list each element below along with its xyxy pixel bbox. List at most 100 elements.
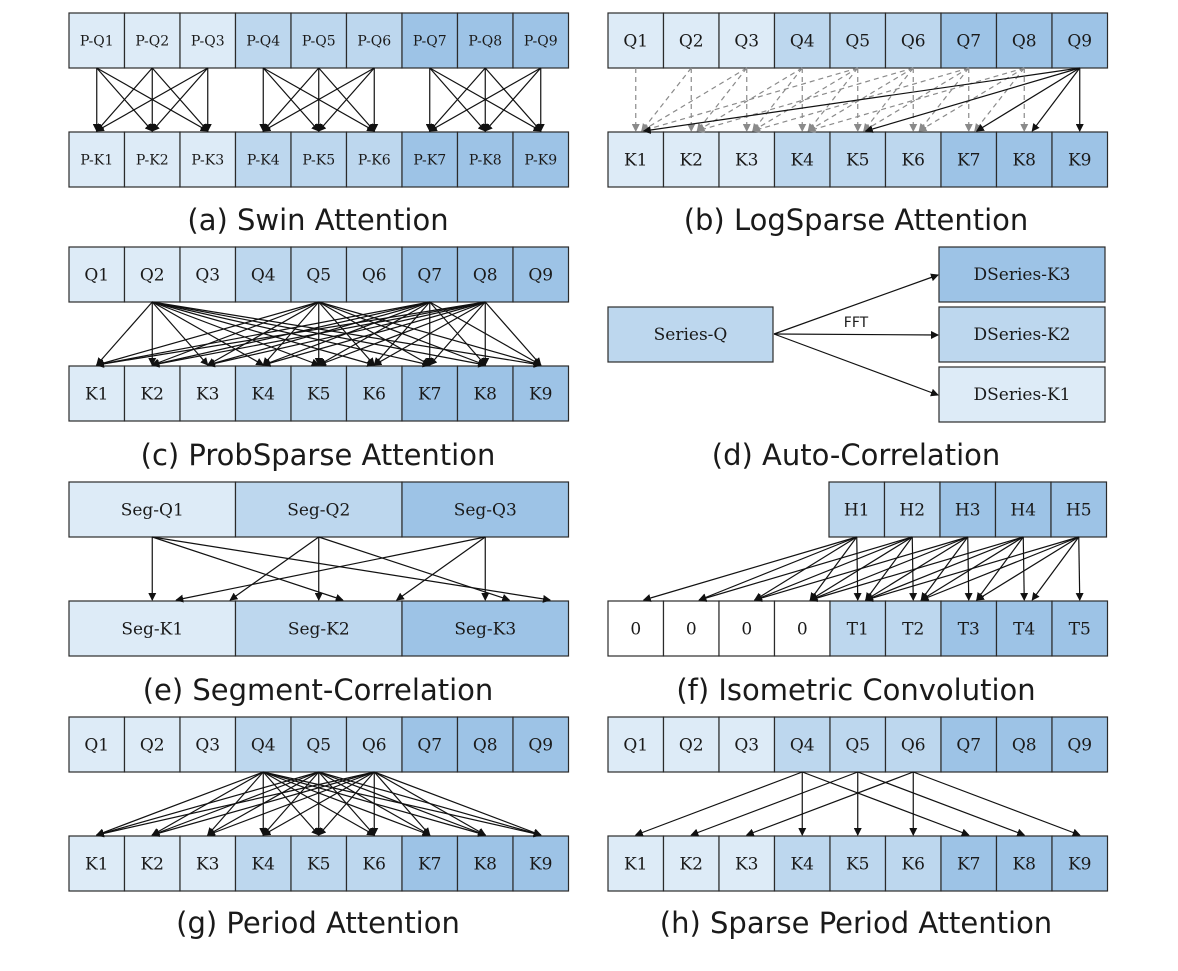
query-cell-label: Q6 (901, 32, 926, 52)
segment-query-cell-1: Seg-Q1 (68, 481, 237, 538)
query-cell-label: P-Q1 (80, 34, 114, 50)
query-cell-box (512, 716, 570, 773)
key-cell-6: K6 (345, 365, 403, 422)
connection-arrow (857, 771, 1026, 837)
query-cell-4: Q4 (234, 716, 292, 773)
query-cell-label: P-Q4 (246, 34, 280, 50)
key-cell-box (401, 835, 459, 892)
hidden-cell-label: H3 (955, 501, 981, 521)
series-q-label: Series-Q (654, 325, 728, 345)
query-cell-label: Q8 (1012, 32, 1037, 52)
connection-arrow (807, 67, 914, 132)
query-cell-6: Q6 (345, 246, 403, 303)
key-cell-box (234, 131, 292, 188)
connection-arrow (634, 771, 803, 837)
hidden-cell-1: H1 (828, 481, 886, 538)
query-cell-label: P-Q8 (468, 34, 502, 50)
key-cell-label: K5 (846, 855, 870, 875)
connection-arrow (807, 67, 1025, 133)
key-cell-label: K9 (529, 855, 553, 875)
connection-arrow (862, 67, 970, 132)
query-cell-label: Q6 (362, 266, 387, 286)
output-cell-5: T1 (829, 600, 887, 657)
connection-arrow (175, 536, 486, 603)
connection-arrow (318, 536, 511, 602)
connection-arrow (96, 301, 153, 366)
hidden-cell-5: H5 (1050, 481, 1108, 538)
connection-arrow (373, 301, 486, 366)
connection-arrow (640, 67, 748, 132)
connection-arrow (698, 536, 857, 602)
segment-key-cell-label: Seg-K3 (454, 620, 516, 640)
connection-arrow (95, 301, 319, 367)
key-cell-label: K4 (251, 385, 275, 405)
connection-arrow (262, 771, 375, 836)
hidden-cell-box (1050, 481, 1108, 538)
key-cell-2: K2 (662, 131, 720, 188)
query-cell-label: Q1 (623, 736, 648, 756)
query-cell-box (1051, 12, 1109, 69)
connection-arrow (95, 771, 375, 838)
connection-arrow (151, 771, 375, 837)
key-cell-label: K8 (473, 385, 497, 405)
segment-query-cell-label: Seg-Q3 (454, 501, 517, 521)
key-cell-label: K7 (418, 855, 442, 875)
query-cell-label: Q2 (140, 266, 165, 286)
segment-key-cell-box (401, 600, 570, 657)
query-cell-3: P-Q3 (179, 12, 237, 69)
hidden-cell-box (994, 481, 1052, 538)
query-cell-2: Q2 (123, 246, 181, 303)
key-cell-label: K2 (140, 385, 164, 405)
output-cell-3: 0 (718, 600, 776, 657)
output-cell-label: 0 (686, 620, 697, 640)
key-cell-6: K6 (884, 131, 942, 188)
connection-arrow (975, 536, 1080, 601)
output-cell-box (718, 600, 776, 657)
key-cell-label: K1 (624, 151, 648, 171)
connection-arrow (913, 771, 1081, 837)
output-cell-label: 0 (741, 620, 752, 640)
query-cell-8: Q8 (456, 246, 514, 303)
key-cell-label: K3 (196, 385, 220, 405)
segment-key-cell-3: Seg-K3 (401, 600, 570, 657)
query-cell-label: Q3 (734, 32, 759, 52)
key-cell-4: K4 (234, 835, 292, 892)
segment-key-cell-2: Seg-K2 (234, 600, 403, 657)
connection-arrow (918, 67, 970, 132)
key-cell-4: K4 (773, 131, 831, 188)
output-cell-box (1051, 600, 1109, 657)
segment-key-cell-label: Seg-K2 (288, 620, 350, 640)
query-cell-box (940, 12, 998, 69)
query-cell-label: Q7 (417, 736, 442, 756)
query-cell-9: Q9 (512, 246, 570, 303)
segment-key-cell-1: Seg-K1 (68, 600, 237, 657)
query-cell-label: Q4 (790, 736, 815, 756)
key-cell-6: P-K6 (345, 131, 403, 188)
key-cell-label: P-K3 (191, 153, 224, 169)
query-cell-box (718, 12, 776, 69)
connection-arrow (317, 301, 486, 367)
key-cell-box (234, 365, 292, 422)
connection-arrow (853, 536, 862, 601)
connection-arrow (373, 771, 431, 836)
query-cell-label: Q7 (417, 266, 442, 286)
output-cell-2: 0 (662, 600, 720, 657)
key-cell-8: K8 (995, 131, 1053, 188)
key-cell-2: K2 (123, 835, 181, 892)
key-cell-8: P-K8 (456, 131, 514, 188)
query-cell-5: Q5 (290, 246, 348, 303)
query-cell-box (607, 716, 665, 773)
query-cell-label: Q1 (84, 266, 109, 286)
key-cell-8: K8 (456, 835, 514, 892)
query-cell-label: P-Q7 (413, 34, 447, 50)
query-cell-label: Q3 (195, 736, 220, 756)
key-cell-5: K5 (290, 835, 348, 892)
connection-arrow (975, 67, 1081, 132)
key-cell-9: K9 (512, 835, 570, 892)
key-cell-box (607, 131, 665, 188)
connection-arrow (751, 67, 859, 132)
